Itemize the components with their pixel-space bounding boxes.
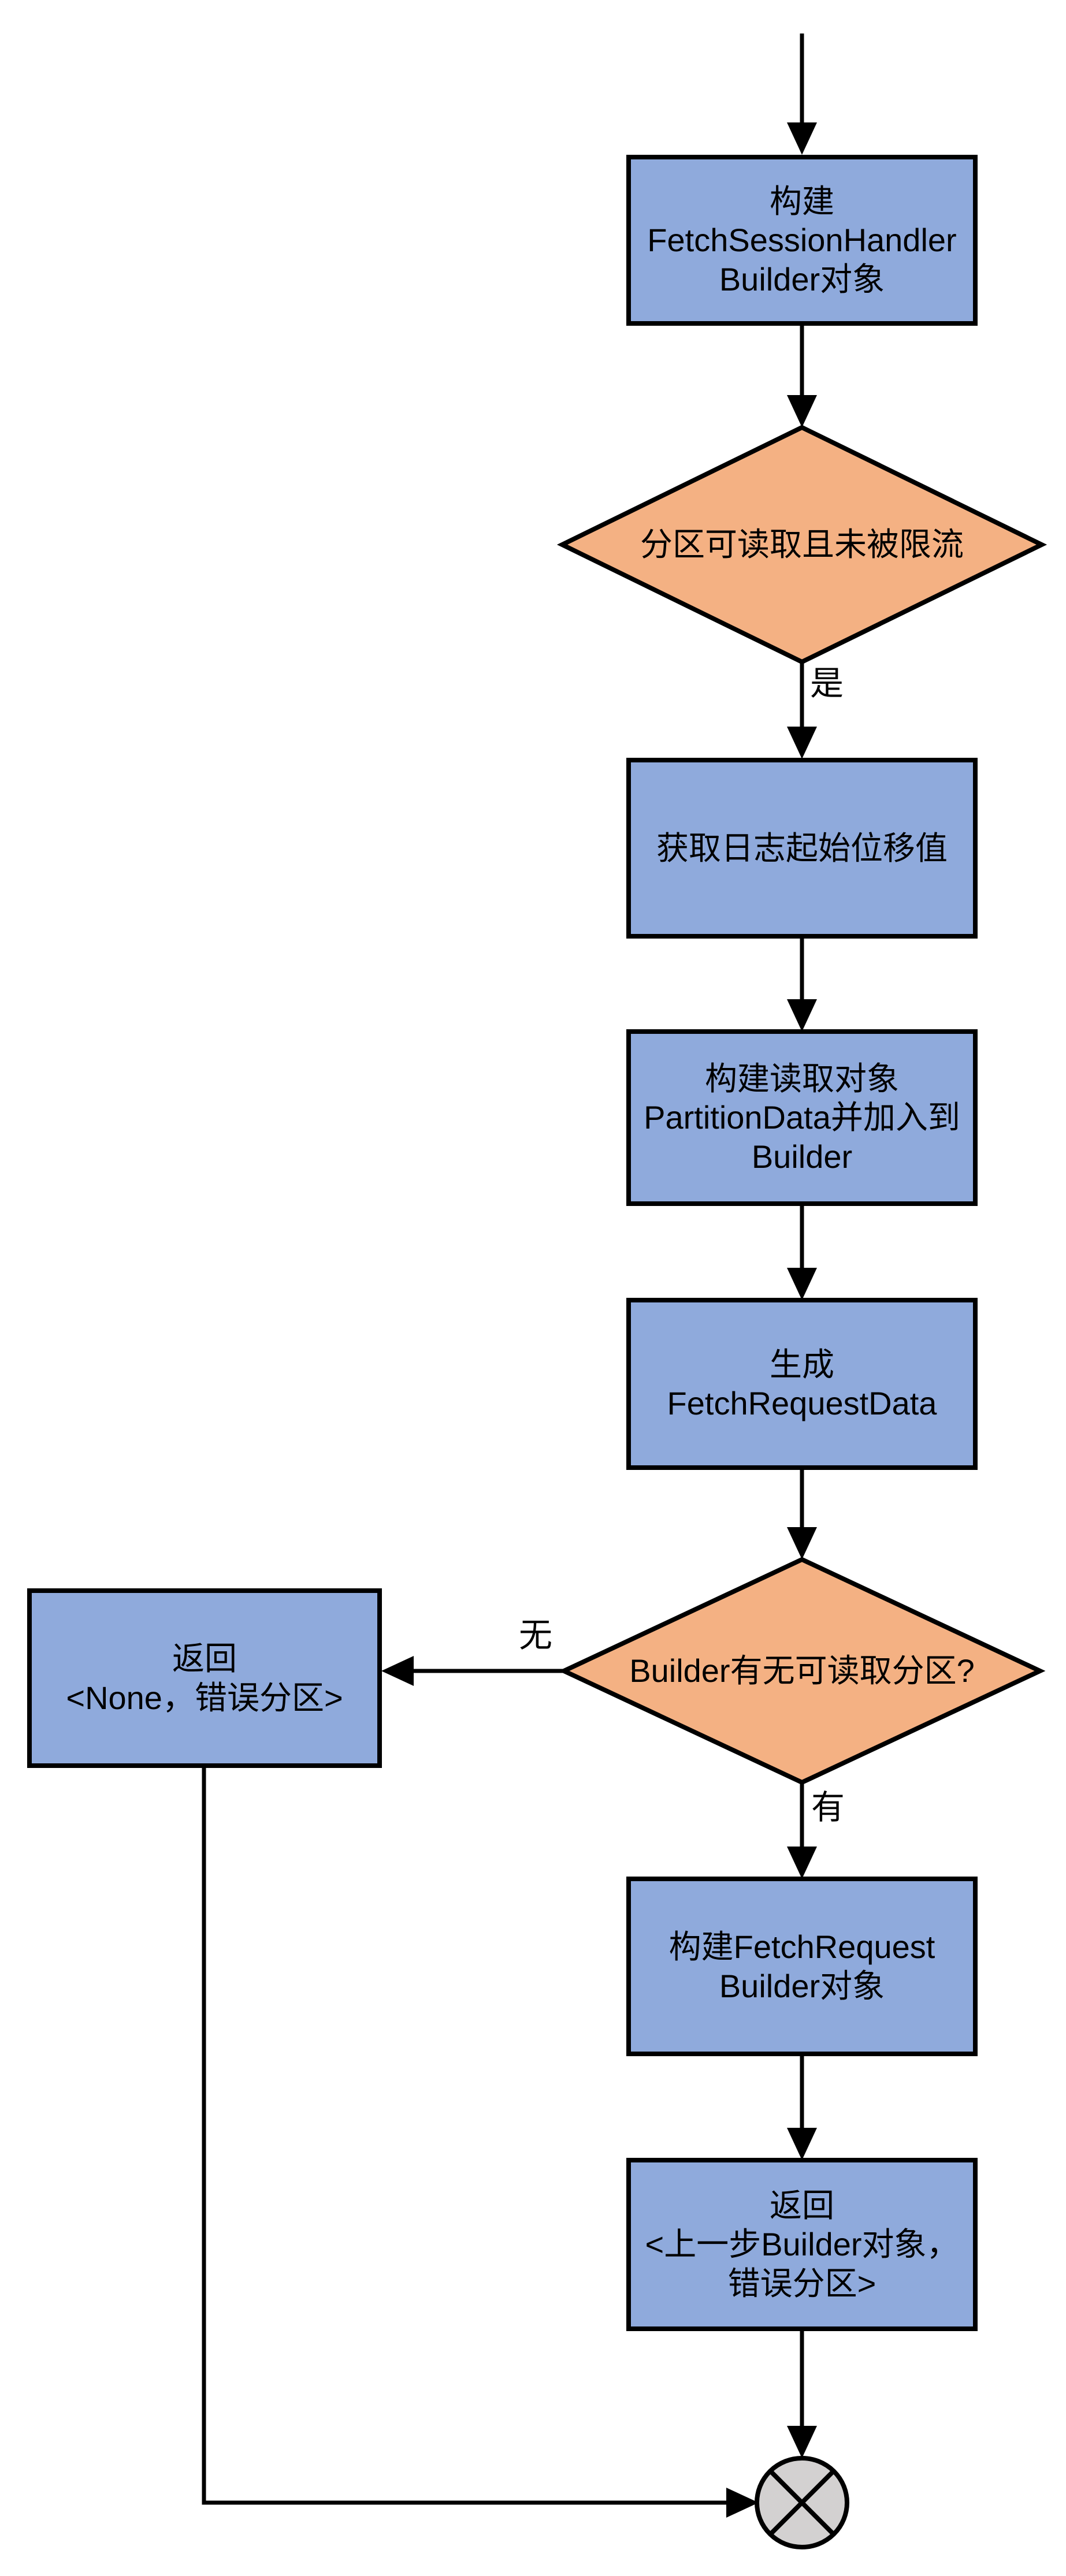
end-terminal-symbol: [755, 2456, 849, 2549]
node-build-fetch-request-builder: [626, 1877, 978, 2056]
node-get-log-start-offset: [626, 758, 978, 939]
arrowhead-into-end-top: [787, 2426, 817, 2458]
node-partition-readable-not-throttled: [556, 425, 1048, 665]
arrowhead-start: [787, 122, 817, 155]
arrowhead-into-diamond2: [787, 1527, 817, 1559]
arrowhead-into-return-none: [381, 1656, 414, 1686]
arrowhead-into-box3: [787, 999, 817, 1032]
arrowhead-into-box2: [787, 727, 817, 759]
node-builder-has-readable-partition: [558, 1557, 1046, 1785]
arrowhead-into-diamond1: [787, 395, 817, 427]
arrowhead-into-box6: [787, 2128, 817, 2160]
edge-label-has: 有: [811, 1789, 845, 1826]
end-cross-icon: [768, 2469, 835, 2536]
edge-arrowheads: [381, 122, 817, 2518]
node-return-builder-error-partition: [626, 2158, 978, 2331]
edge-lines: [202, 33, 804, 2505]
node-build-partition-data: [626, 1029, 978, 1206]
arrowhead-into-box5: [787, 1847, 817, 1879]
edge-return-none-to-end: [202, 1766, 727, 2505]
node-return-none-error-partition: [27, 1588, 382, 1768]
arrowhead-into-box4: [787, 1268, 817, 1300]
node-build-fetch-session-handler-builder: [626, 155, 978, 326]
node-generate-fetch-request-data: [626, 1298, 978, 1470]
arrowhead-into-end-left: [726, 2488, 759, 2518]
edge-label-yes: 是: [810, 665, 844, 702]
edge-label-none: 无: [519, 1617, 553, 1654]
